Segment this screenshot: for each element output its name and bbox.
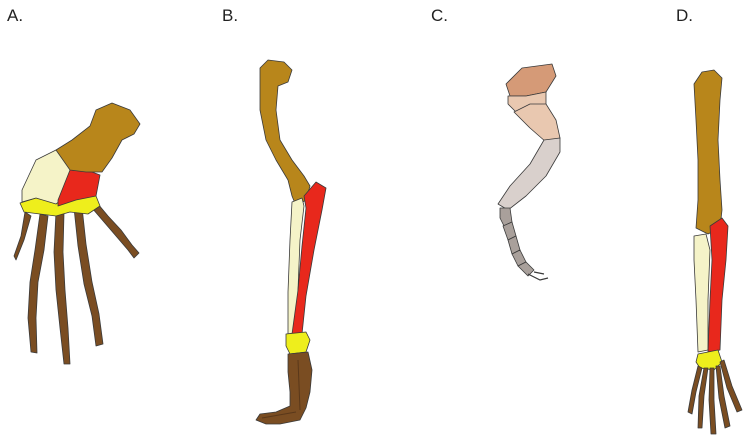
limb-c-tibia [498,138,560,210]
limb-c-femur [514,104,560,142]
limb-c-tarsus [500,208,534,276]
limb-b-humerus [260,60,310,206]
limb-d-digit-3 [709,368,716,434]
limb-a-digit-1 [14,212,31,260]
limb-d [688,70,742,434]
limb-d-digits [688,360,742,434]
limb-d-radius [708,218,728,352]
limb-a-digit-4 [74,207,103,346]
limb-c [498,64,560,280]
limb-b-digits [256,352,312,424]
limb-a-digit-2 [28,214,48,353]
limb-c-coxa [506,64,556,96]
limb-d-humerus [694,70,722,234]
limb-a-digits [14,204,139,364]
limb-d-ulna [694,234,710,352]
limb-b-carpals [286,332,310,354]
limb-a-digit-3 [54,212,70,364]
limb-a-humerus [56,103,140,172]
limb-a [14,103,140,364]
limb-a-digit-5 [92,204,139,258]
limb-b [256,60,326,424]
